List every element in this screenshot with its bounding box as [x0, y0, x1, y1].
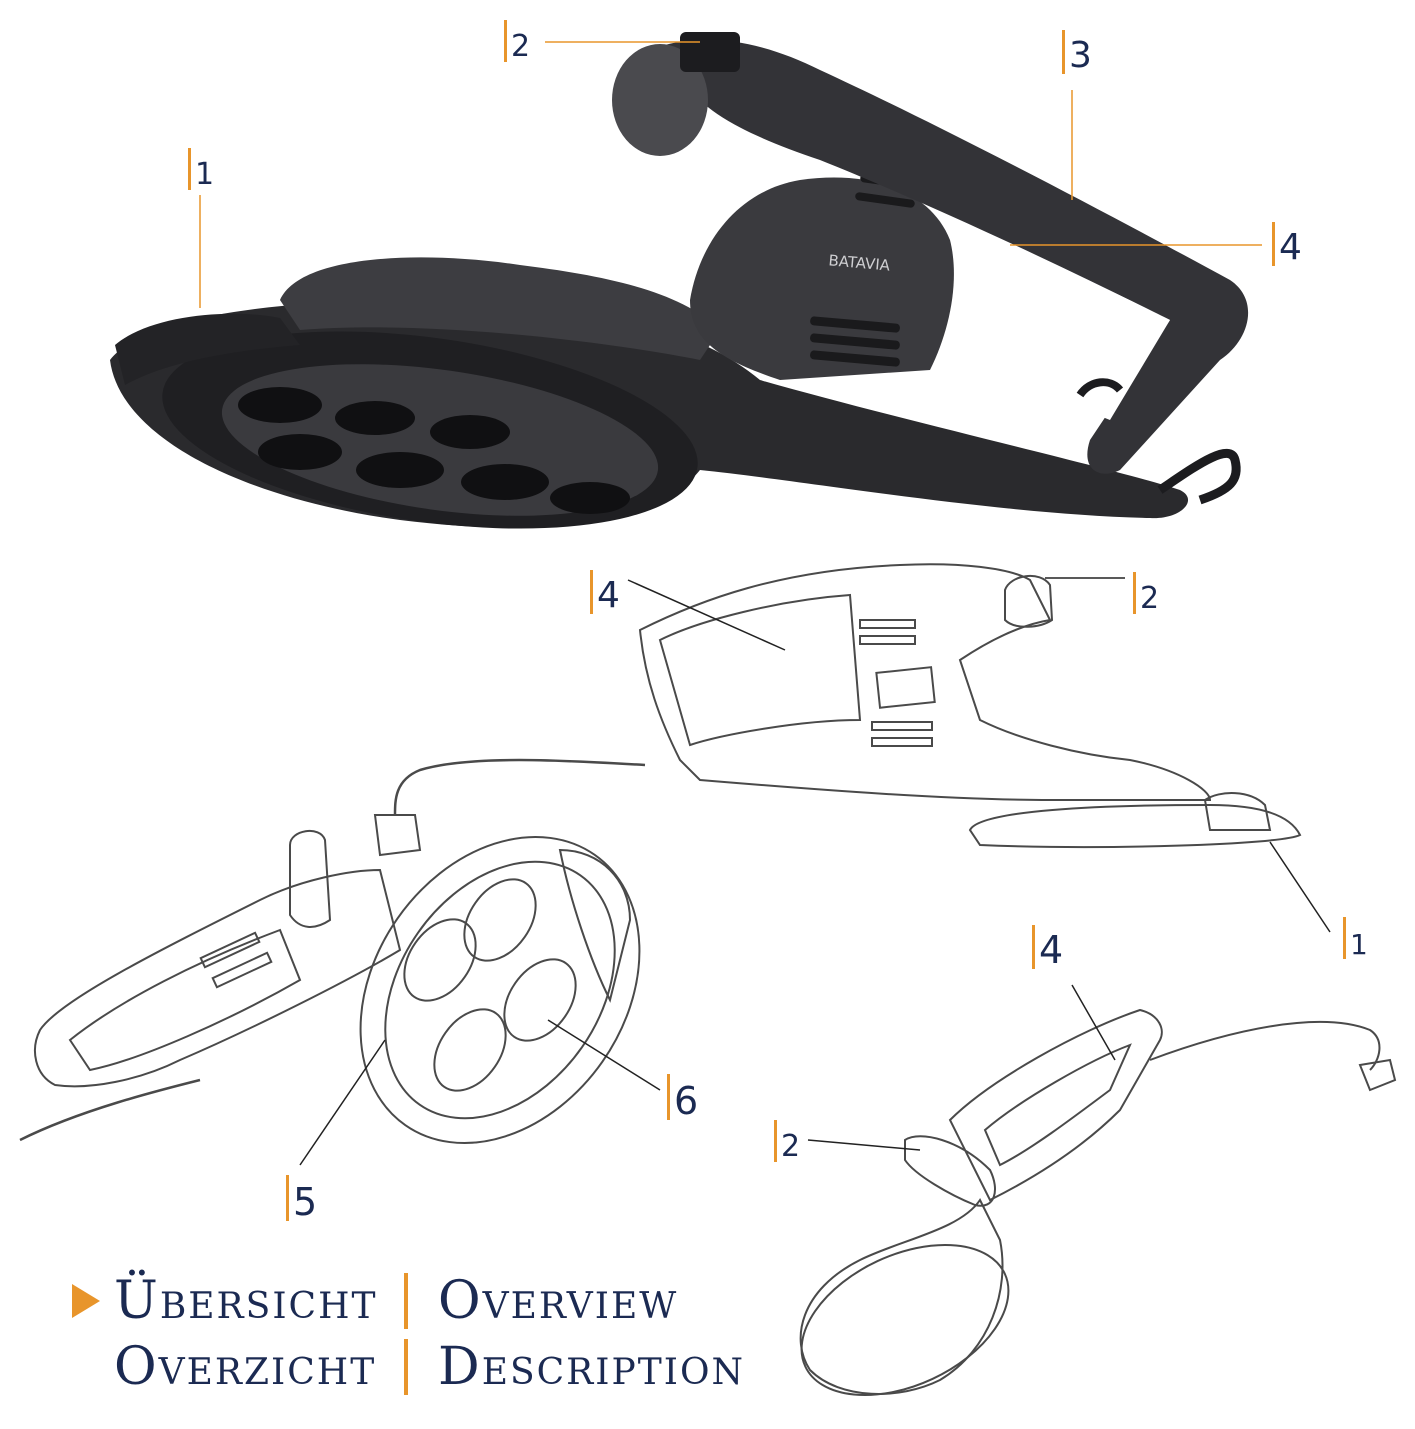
callout-photo-3: 3 [1062, 30, 1092, 74]
top-view-drawing [799, 984, 1397, 1397]
side-view-drawing [373, 563, 1331, 933]
callout-side-1: 1 [1343, 917, 1368, 959]
power-cable [1157, 449, 1241, 505]
callout-top-4: 4 [1032, 925, 1063, 969]
title-row-2: Overzicht Description [72, 1334, 745, 1400]
sander-photo: BATAVIA [110, 32, 1262, 529]
title-separator [404, 1273, 408, 1329]
callout-bottom-6: 6 [667, 1074, 698, 1120]
front-grip [612, 44, 708, 156]
callout-side-2: 2 [1133, 572, 1159, 614]
title-row-1: Übersicht Overview [72, 1268, 745, 1334]
callout-bottom-5: 5 [286, 1175, 317, 1221]
title-en: Overview [438, 1271, 679, 1331]
title-fr: Description [438, 1337, 745, 1397]
title-nl: Overzicht [114, 1337, 377, 1397]
overview-title: Übersicht Overview Overzicht Description [72, 1268, 745, 1400]
arrow-right-icon [72, 1284, 100, 1318]
callout-photo-4: 4 [1272, 222, 1302, 266]
callout-side-4: 4 [590, 570, 620, 614]
callout-top-2: 2 [774, 1120, 800, 1162]
callout-photo-2: 2 [504, 20, 530, 62]
title-separator [404, 1339, 408, 1395]
brand-logo: BATAVIA [828, 251, 892, 274]
dust-outlet [680, 32, 740, 72]
dust-holes [238, 387, 630, 514]
title-de: Übersicht [114, 1271, 378, 1331]
callout-photo-1: 1 [188, 148, 214, 190]
underside-drawing [19, 830, 661, 1166]
